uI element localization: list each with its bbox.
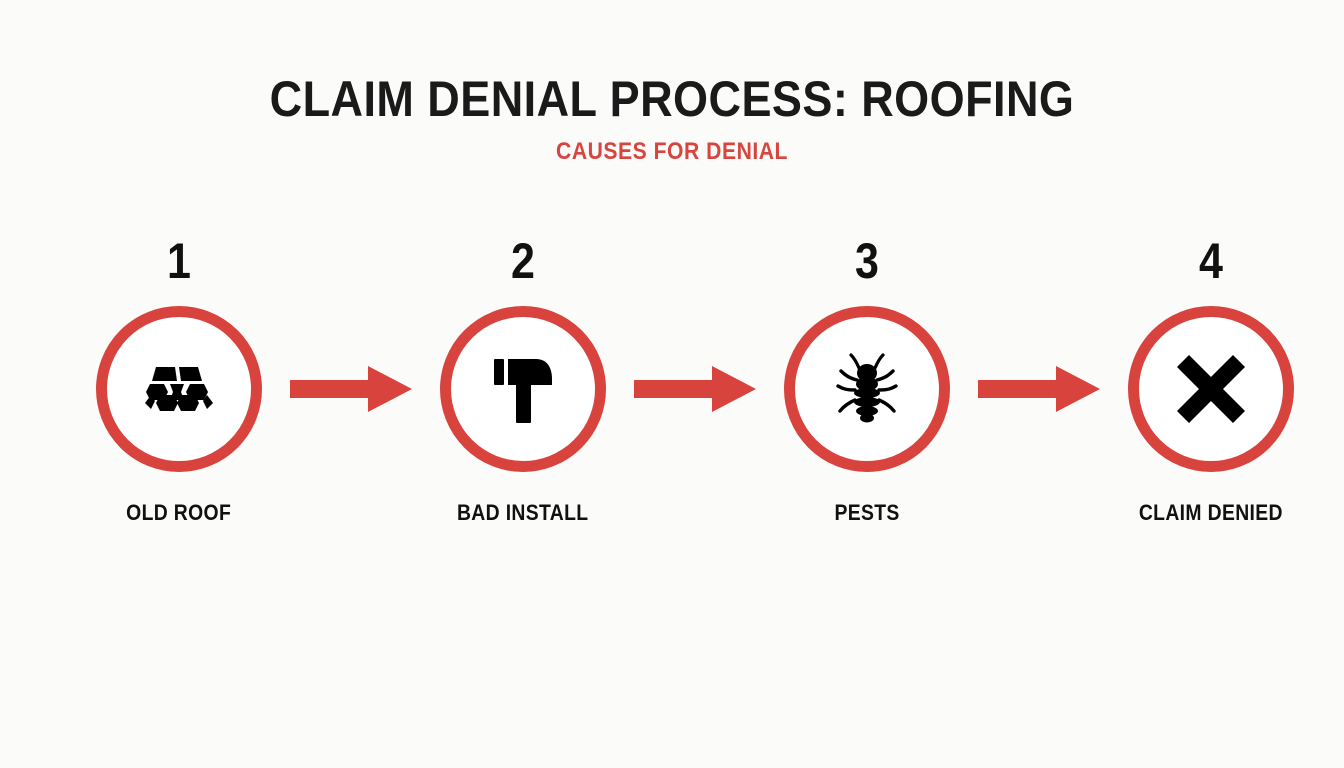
- process-step-3[interactable]: 3: [760, 236, 974, 526]
- step-number-1: 1: [167, 233, 191, 289]
- roof-shingles-icon: [141, 359, 217, 419]
- process-flow: 1: [72, 236, 1294, 536]
- step-circle-4[interactable]: [1128, 306, 1294, 472]
- page-title: CLAIM DENIAL PROCESS: ROOFING: [269, 71, 1075, 127]
- step-label-2: BAD INSTALL: [457, 500, 589, 525]
- step-label-1: OLD ROOF: [126, 500, 232, 525]
- arrow-right-icon-3: [974, 364, 1104, 414]
- process-step-1[interactable]: 1: [72, 236, 286, 526]
- process-step-4[interactable]: 4 CLAIM DENIED: [1104, 236, 1318, 526]
- process-step-2[interactable]: 2 BAD INSTALL: [416, 236, 630, 526]
- hammer-icon: [490, 353, 556, 425]
- step-number-3: 3: [855, 233, 879, 289]
- pest-bug-icon: [835, 352, 899, 426]
- step-circle-2[interactable]: [440, 306, 606, 472]
- step-circle-1[interactable]: [96, 306, 262, 472]
- step-number-4: 4: [1199, 233, 1223, 289]
- arrow-right-icon-1: [286, 364, 416, 414]
- step-label-3: PESTS: [834, 500, 900, 525]
- page-subtitle: CAUSES FOR DENIAL: [556, 138, 788, 165]
- header: CLAIM DENIAL PROCESS: ROOFING CAUSES FOR…: [0, 74, 1344, 164]
- x-mark-icon: [1174, 352, 1248, 426]
- step-circle-3[interactable]: [784, 306, 950, 472]
- step-label-4: CLAIM DENIED: [1138, 500, 1284, 525]
- arrow-right-icon-2: [630, 364, 760, 414]
- step-number-2: 2: [511, 233, 535, 289]
